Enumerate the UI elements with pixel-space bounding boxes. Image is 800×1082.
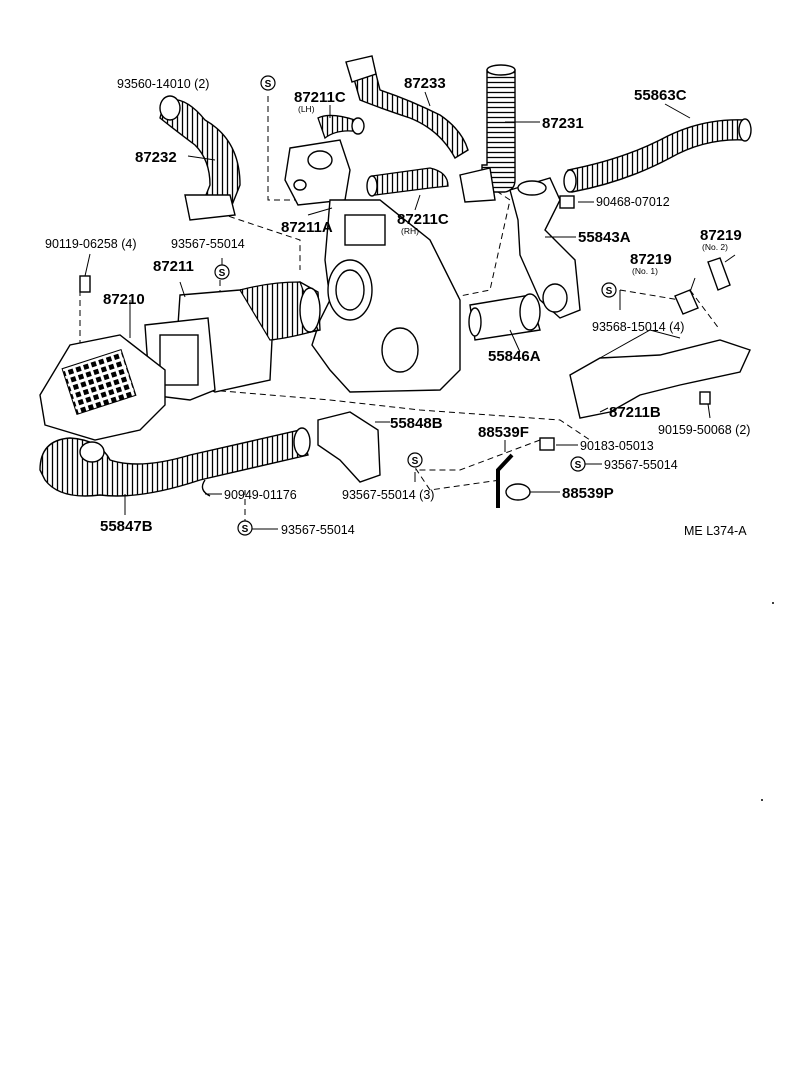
label-90159-50068: 90159-50068 (2) <box>658 423 750 437</box>
dot-mark <box>772 602 774 604</box>
s-mark-icon: S <box>407 452 423 468</box>
leader-lines <box>84 91 736 530</box>
label-87211: 87211 <box>153 258 194 275</box>
label-55848b: 55848B <box>390 415 443 432</box>
label-90183-05013: 90183-05013 <box>580 439 654 453</box>
s-mark-icon: S <box>237 520 253 536</box>
duct-87211a <box>284 139 351 206</box>
label-no1: (No. 1) <box>632 266 658 276</box>
hose-55847b <box>39 427 311 497</box>
label-93567-55014-c: 93567-55014 <box>281 523 355 537</box>
label-93567-55014-3: 93567-55014 (3) <box>342 488 434 502</box>
label-55843a: 55843A <box>578 229 631 246</box>
hose-87231 <box>459 64 516 203</box>
clip-90468 <box>559 195 575 209</box>
s-mark-icon: S <box>601 282 617 298</box>
label-rh: (RH) <box>401 226 419 236</box>
label-88539p: 88539P <box>562 485 614 502</box>
label-90949-01176: 90949-01176 <box>224 488 297 502</box>
svg-text:S: S <box>219 268 226 279</box>
filter-55846a <box>468 293 541 341</box>
label-87233: 87233 <box>404 75 446 92</box>
label-87219-no1: 87219 <box>630 251 672 268</box>
dot-mark <box>761 799 763 801</box>
label-90468-07012: 90468-07012 <box>596 195 670 209</box>
s-mark-icon: S <box>214 264 230 280</box>
s-mark-icon: S <box>260 75 276 91</box>
label-lh: (LH) <box>298 104 315 114</box>
duct-55843a <box>509 177 581 319</box>
duct-87211b <box>569 329 751 419</box>
label-87211a: 87211A <box>281 219 333 236</box>
bracket-55848b <box>317 411 381 483</box>
screw-90159 <box>699 391 711 405</box>
hose-87233 <box>345 55 469 159</box>
label-87211b: 87211B <box>609 404 661 421</box>
bracket-87219-no2 <box>707 257 731 291</box>
hose-87211c-lh <box>317 114 365 140</box>
bracket-87219-no1 <box>674 289 699 315</box>
clip-90183 <box>539 437 555 451</box>
main-housing <box>311 199 461 393</box>
svg-text:S: S <box>575 460 582 471</box>
svg-text:S: S <box>412 456 419 467</box>
label-87231: 87231 <box>542 115 584 132</box>
hose-55863c <box>563 118 752 193</box>
svg-text:S: S <box>265 79 272 90</box>
label-93567-55014-b: 93567-55014 <box>604 458 678 472</box>
label-no2: (No. 2) <box>702 242 728 252</box>
hose-87211c-rh <box>366 167 449 197</box>
label-55847b: 55847B <box>100 518 153 535</box>
label-87211c-lh: 87211C <box>294 89 346 106</box>
label-55846a: 55846A <box>488 348 541 365</box>
label-93567-55014-a: 93567-55014 <box>171 237 245 251</box>
blower-unit <box>39 334 166 441</box>
clip-90949 <box>201 479 211 497</box>
svg-text:S: S <box>606 286 613 297</box>
label-93568-15014: 93568-15014 (4) <box>592 320 684 334</box>
pipe-88539f <box>496 453 514 508</box>
label-87232: 87232 <box>135 149 177 166</box>
diagram-code: ME L374-A <box>684 524 747 538</box>
label-87219-no2: 87219 <box>700 227 742 244</box>
label-87211c-rh: 87211C <box>397 211 449 228</box>
part-labels: 93560-14010 (2) 87211C (LH) 87233 87231 … <box>45 75 750 538</box>
screw-90119 <box>79 275 91 293</box>
label-87210: 87210 <box>103 291 145 308</box>
hose-87232 <box>159 95 241 221</box>
grommet-88539p <box>505 483 531 501</box>
label-90119-06258: 90119-06258 (4) <box>45 237 137 251</box>
label-93560-14010: 93560-14010 (2) <box>117 77 209 91</box>
label-88539f: 88539F <box>478 424 529 441</box>
svg-text:S: S <box>242 524 249 535</box>
s-mark-icon: S <box>570 456 586 472</box>
label-55863c: 55863C <box>634 87 687 104</box>
